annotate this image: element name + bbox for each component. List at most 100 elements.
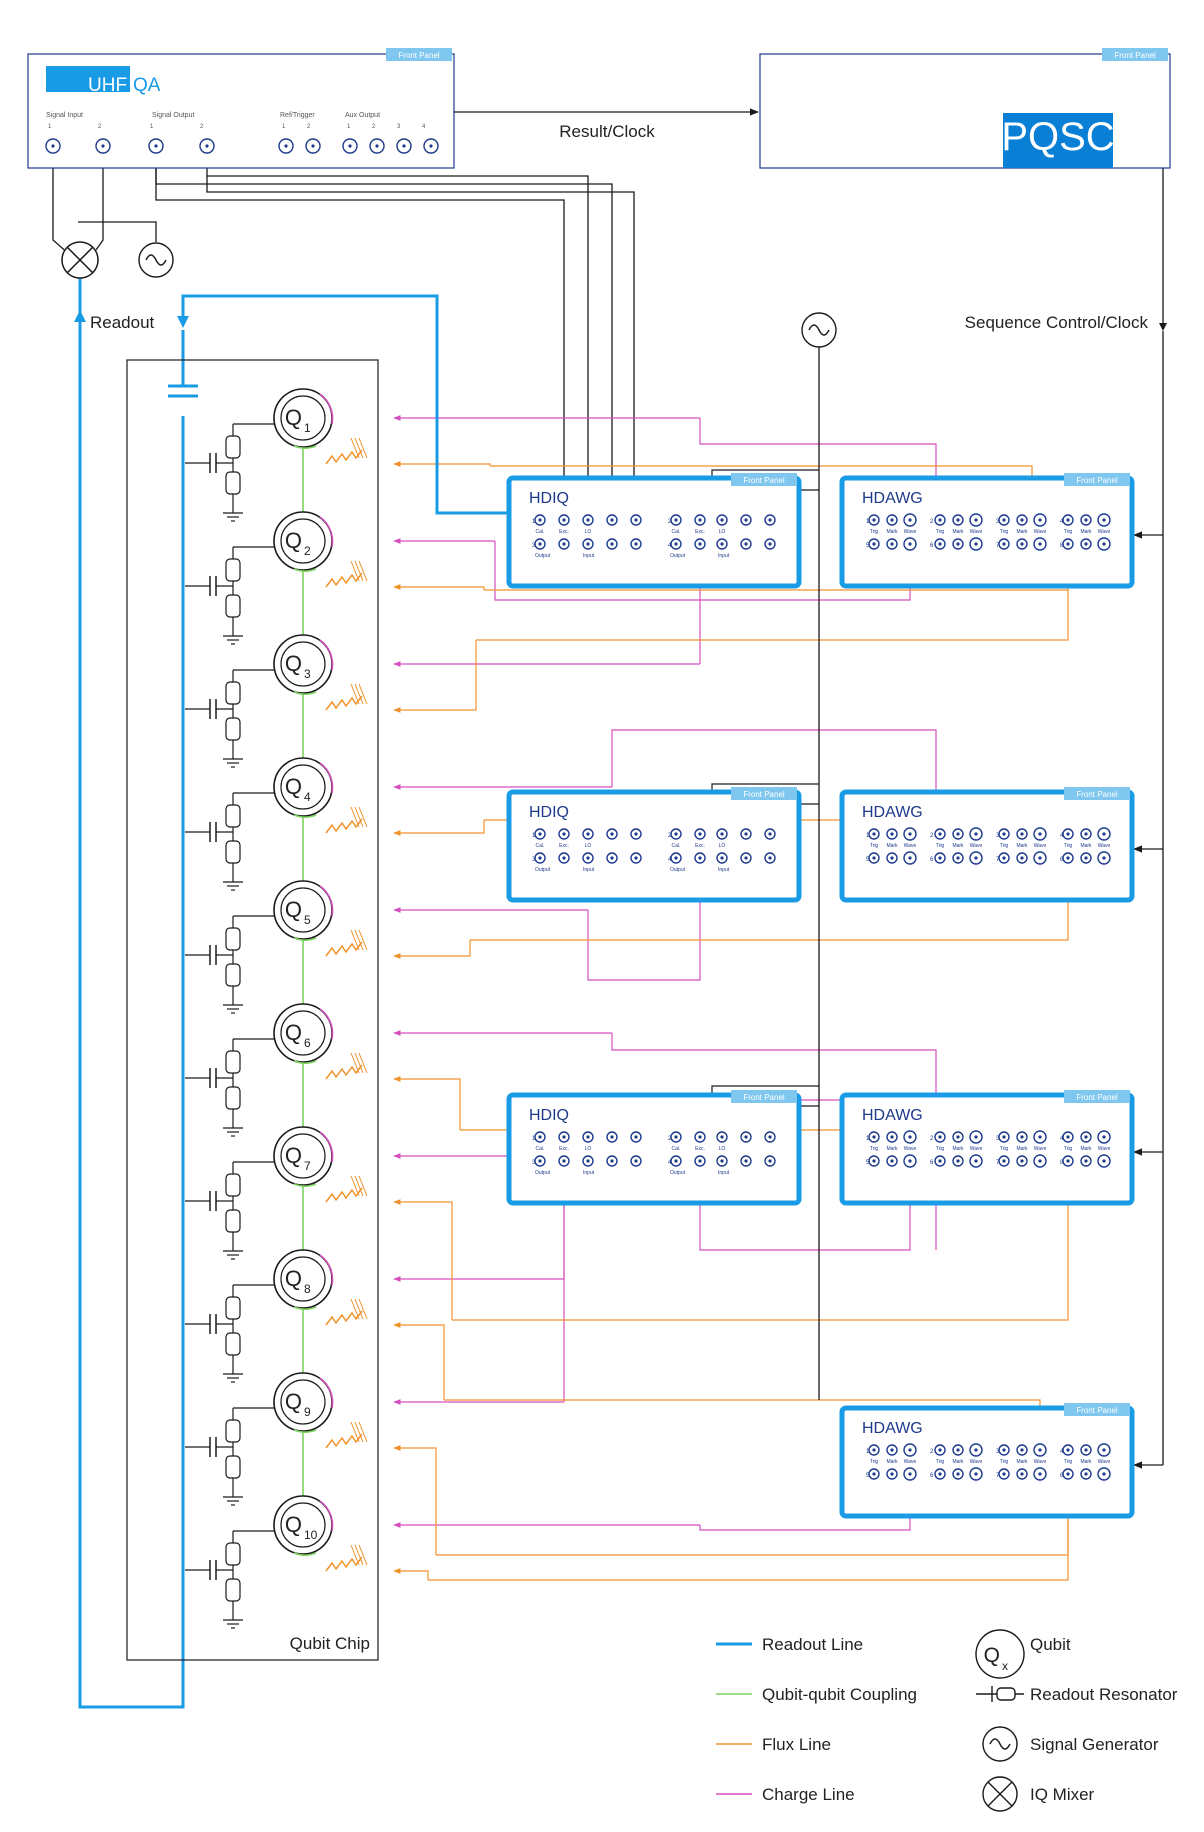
hdiq-sub-label: Cal.: [672, 843, 681, 849]
hdawg-sub-label: Wave: [1034, 529, 1047, 535]
ch-num: 5: [866, 857, 870, 863]
qa-out-wire: [207, 175, 589, 533]
connector-pin: [311, 144, 315, 148]
ch-num: 6: [930, 1160, 934, 1166]
connector-pin: [720, 518, 724, 522]
connector-pin: [101, 144, 105, 148]
ch-num: 5: [866, 1160, 870, 1166]
connector-pin: [938, 518, 942, 522]
qubit-index: 8: [304, 1282, 311, 1296]
flux-line-6: [393, 1076, 461, 1130]
hdawg-sub-label: Trig: [1064, 529, 1073, 535]
qa-out-wire: [206, 153, 635, 533]
flux-coil: [325, 695, 363, 711]
hdawg-sub-label: Wave: [1034, 1459, 1047, 1465]
connector-pin: [586, 542, 590, 546]
hdawg-sub-label: Trig: [1064, 843, 1073, 849]
connector-pin: [1084, 542, 1088, 546]
connector-pin: [1084, 1472, 1088, 1476]
ch-num: 3: [996, 833, 1000, 839]
ch-num: 5: [866, 1473, 870, 1479]
flux-coil: [325, 1433, 363, 1449]
qa-out-wire: [155, 168, 565, 533]
connector-pin: [1020, 1159, 1024, 1163]
resonator-element: [225, 1209, 241, 1233]
hdawg-frame: [839, 789, 1135, 903]
connector-pin: [402, 144, 406, 148]
connector-pin: [674, 1159, 678, 1163]
connector-pin: [1038, 1472, 1042, 1476]
hdawg-sub-label: Mark: [1016, 529, 1028, 535]
connector-pin: [1102, 832, 1106, 836]
connector-pin: [744, 856, 748, 860]
flux-coil: [325, 1187, 363, 1203]
readout-feedline: [78, 278, 185, 1709]
signal-input-label: Signal Input: [46, 112, 83, 119]
connector-pin: [956, 1448, 960, 1452]
connector-pin: [956, 856, 960, 860]
qubit-letter: Q: [285, 405, 302, 430]
resonator-element: [225, 558, 241, 582]
connector-pin: [938, 1472, 942, 1476]
hdiq-input-label: Input: [583, 553, 595, 559]
connector-pin: [1084, 518, 1088, 522]
connector-pin: [1066, 1159, 1070, 1163]
connector-pin: [974, 542, 978, 546]
flux-ground: [350, 560, 368, 582]
hdiq-input-label: Input: [583, 867, 595, 873]
connector-pin: [562, 856, 566, 860]
connector-pin: [1102, 542, 1106, 546]
pqsc-title: PQSC: [1001, 115, 1114, 159]
resonator-element: [225, 1332, 241, 1356]
ch-num: 5: [866, 543, 870, 549]
connector-pin: [744, 542, 748, 546]
connector-pin: [1038, 832, 1042, 836]
hdiq-input-label: Input: [718, 1170, 730, 1176]
connector-pin: [872, 1472, 876, 1476]
qubit-letter: Q: [285, 1512, 302, 1537]
connector-pin: [974, 1472, 978, 1476]
lo-wire: [78, 221, 157, 242]
connector-pin: [1066, 1448, 1070, 1452]
ch-num: 2: [930, 1449, 934, 1455]
hdawg-sub-label: Mark: [886, 1459, 898, 1465]
resonator-element: [225, 1086, 241, 1110]
hdawg-frame: [839, 475, 1135, 589]
connector-pin: [956, 518, 960, 522]
qubit-letter: Q: [285, 897, 302, 922]
connector-pin: [1102, 1448, 1106, 1452]
ch-num: 1: [866, 519, 870, 525]
connector-pin: [744, 518, 748, 522]
connector-pin: [1020, 1135, 1024, 1139]
connector-pin: [956, 542, 960, 546]
connector-pin: [744, 1135, 748, 1139]
legend-signal-generator-label: Signal Generator: [1030, 1735, 1159, 1754]
port-number: 3: [397, 124, 401, 130]
legend-sine-glyph: [989, 1738, 1011, 1750]
connector-pin: [1084, 1159, 1088, 1163]
connector-pin: [634, 518, 638, 522]
connector-pin: [674, 542, 678, 546]
connector-pin: [586, 856, 590, 860]
connector-pin: [634, 856, 638, 860]
ch-num: 2: [668, 519, 672, 525]
ch-num: 1: [532, 1136, 536, 1142]
hdiq-sub-label: LO: [719, 529, 726, 535]
connector-pin: [634, 1135, 638, 1139]
qubit-index: 7: [304, 1159, 311, 1173]
resonator-element: [225, 681, 241, 705]
hdawg-sub-label: Trig: [936, 843, 945, 849]
legend-qubit-sub: x: [1002, 1659, 1008, 1673]
connector-pin: [720, 832, 724, 836]
connector-pin: [562, 542, 566, 546]
connector-pin: [698, 1135, 702, 1139]
qubit-core: [280, 887, 326, 933]
connector-pin: [610, 832, 614, 836]
connector-pin: [1002, 1448, 1006, 1452]
resonator-element: [225, 1296, 241, 1320]
hdiq-sub-label: Exc.: [559, 1146, 569, 1152]
